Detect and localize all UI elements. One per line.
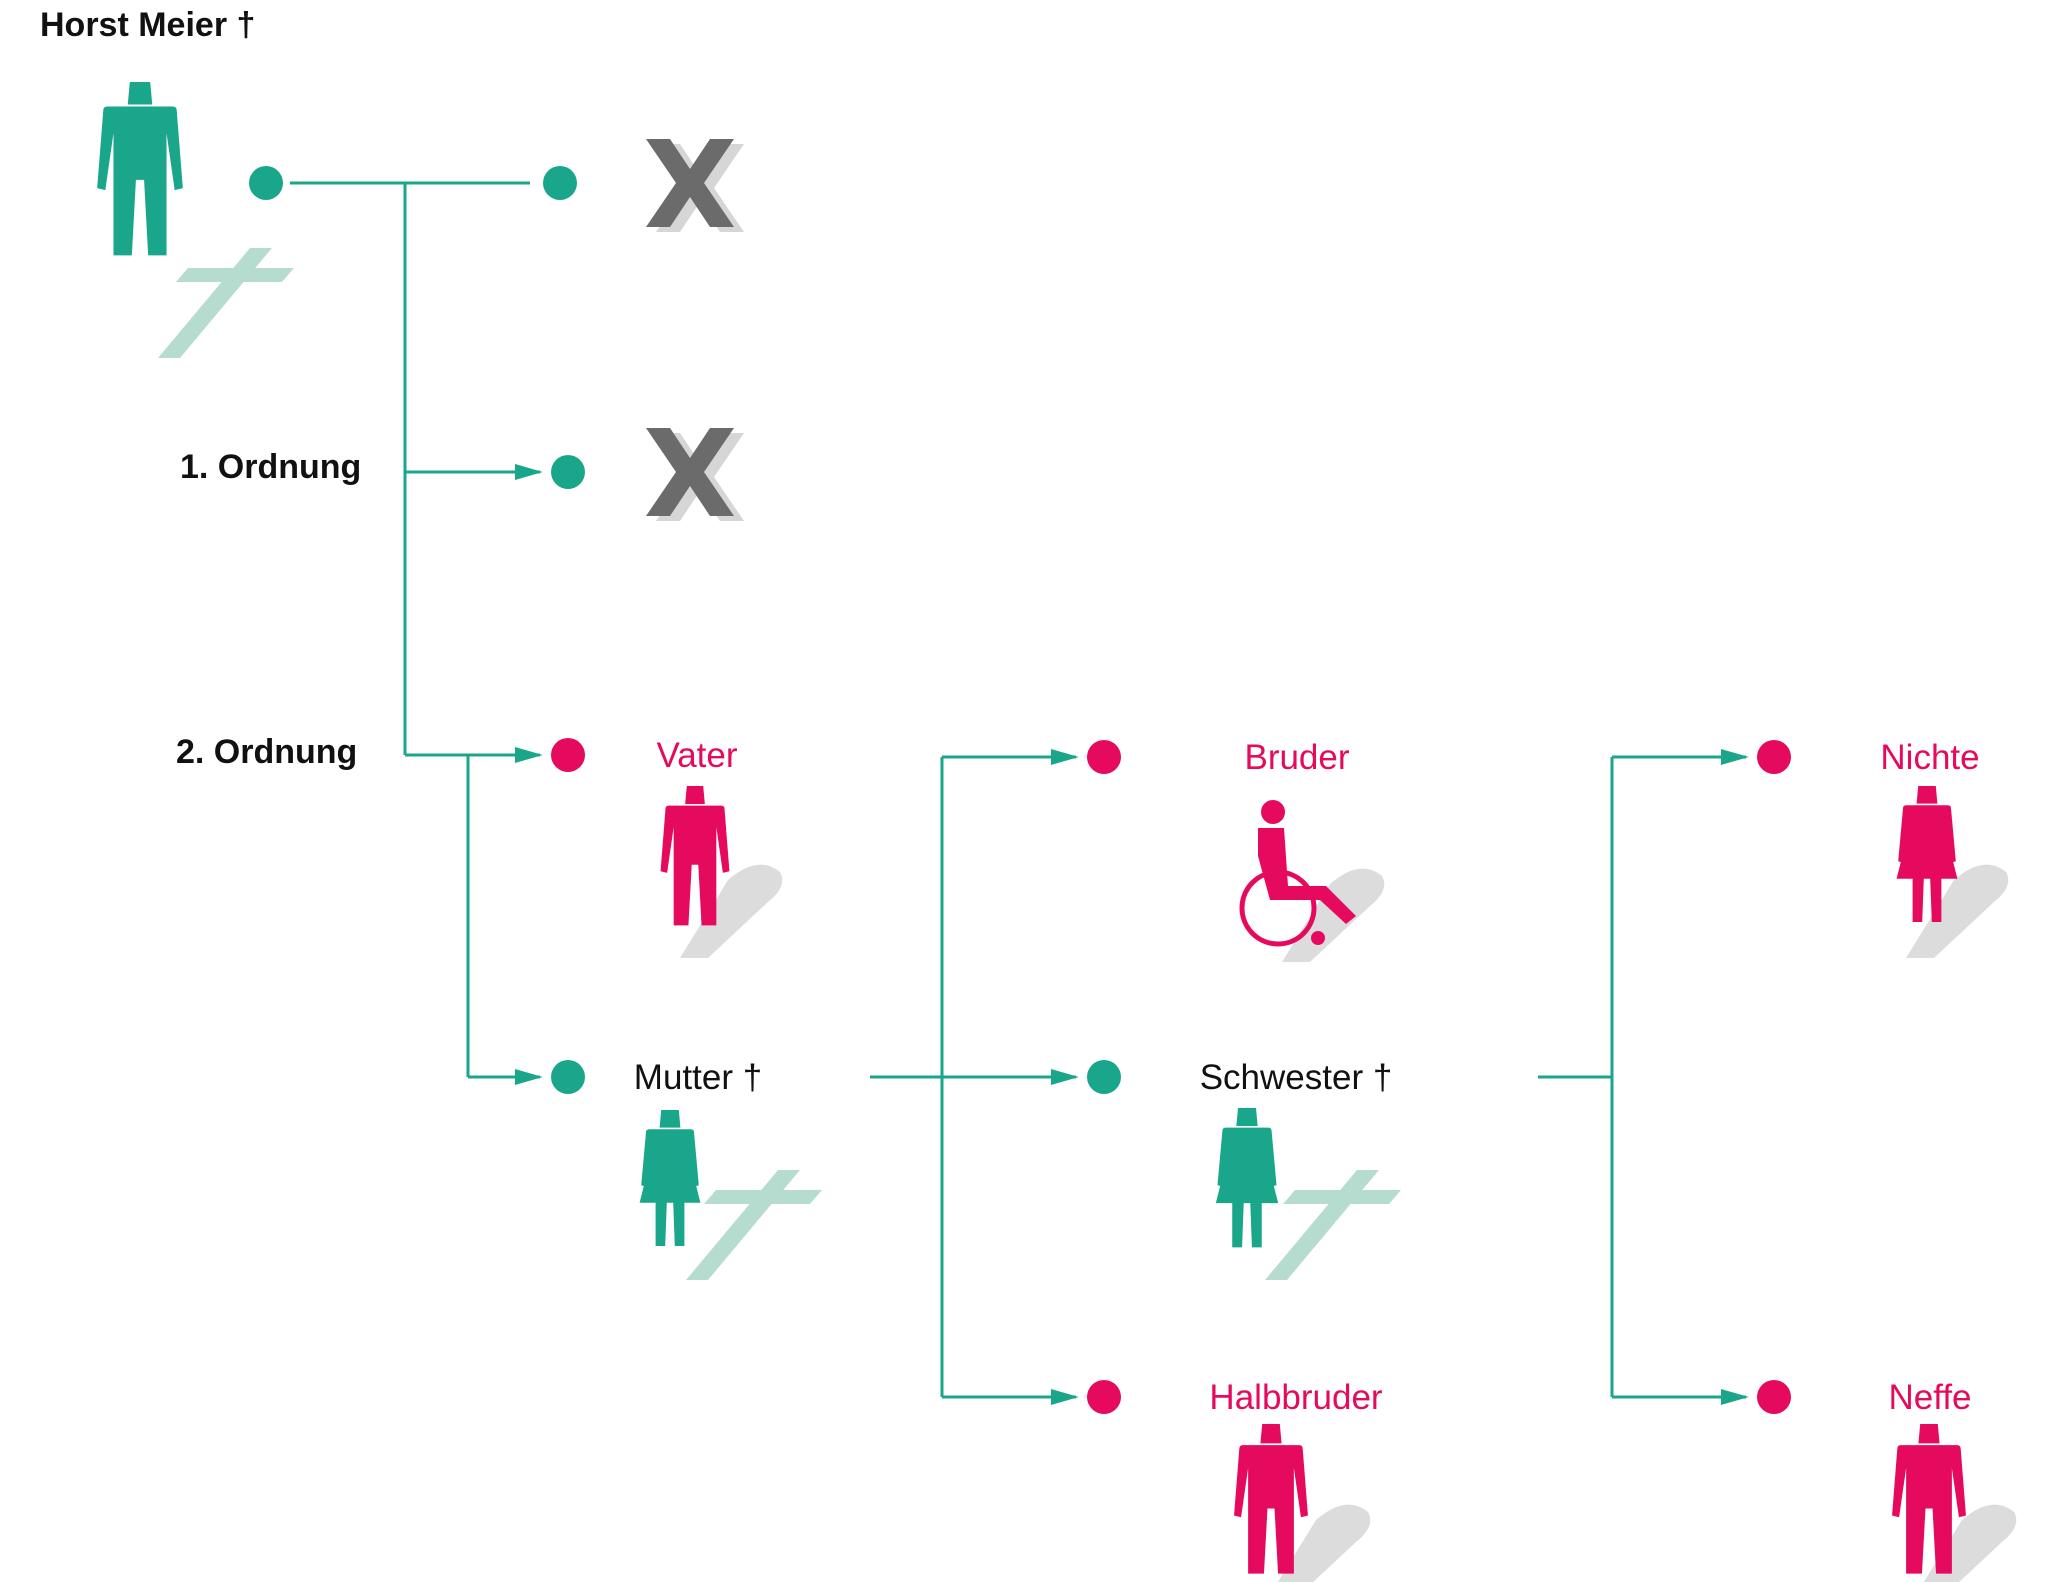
bruder-figure (1239, 800, 1385, 962)
deceased-name: Horst Meier † (40, 6, 255, 44)
neffe-figure (1892, 1424, 2017, 1582)
deceased-node (249, 166, 283, 200)
order-1-label: 1. Ordnung (180, 448, 361, 486)
schwester-figure (1215, 1108, 1401, 1280)
vater-label: Vater (656, 736, 737, 775)
cross-icon (1265, 1170, 1401, 1280)
cross-icon (158, 248, 294, 358)
vater-figure (660, 786, 783, 958)
shadow-icon (1914, 1504, 2017, 1582)
cross-icon (686, 1170, 822, 1280)
shadow-icon (680, 864, 783, 958)
mutter-node (551, 1060, 585, 1094)
spouse-node (543, 166, 577, 200)
bruder-node (1087, 740, 1121, 774)
bruder-label: Bruder (1244, 738, 1349, 777)
nichte-label: Nichte (1880, 738, 1979, 777)
mutter-figure (639, 1110, 822, 1280)
neffe-node (1757, 1380, 1791, 1414)
halbbruder-node (1087, 1380, 1121, 1414)
woman-icon (1215, 1108, 1279, 1248)
x-mark-icon (646, 428, 744, 521)
nichte-node (1757, 740, 1791, 774)
nichte-figure (1896, 786, 2009, 958)
child-node (551, 455, 585, 489)
mutter-label: Mutter † (634, 1058, 762, 1097)
halbbruder-label: Halbbruder (1209, 1378, 1382, 1417)
x-mark-icon (646, 139, 744, 232)
connector-lines (290, 181, 1749, 1405)
wheelchair-icon (1239, 800, 1356, 947)
schwester-label: Schwester † (1200, 1058, 1393, 1097)
shadow-icon (1282, 868, 1385, 962)
deceased-figure (97, 82, 294, 358)
schwester-node (1087, 1060, 1121, 1094)
vater-node (551, 738, 585, 772)
neffe-label: Neffe (1888, 1378, 1971, 1417)
order-2-label: 2. Ordnung (176, 733, 357, 771)
woman-icon (639, 1110, 701, 1246)
man-icon (97, 82, 183, 256)
halbbruder-figure (1234, 1424, 1371, 1582)
